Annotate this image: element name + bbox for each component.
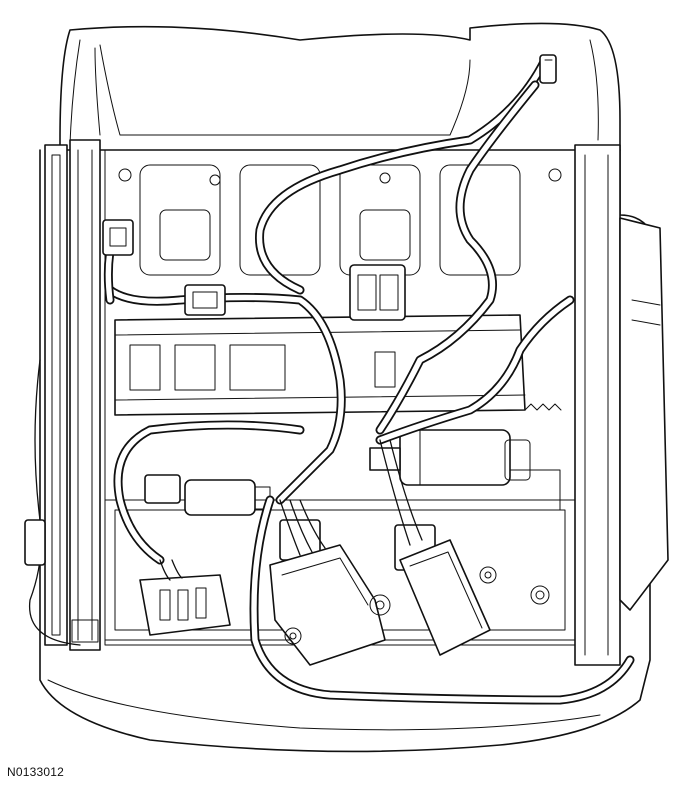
seat-back-outline: [59, 22, 621, 151]
right-seat-rail: [574, 144, 669, 666]
seat-control-module-right: [399, 539, 497, 656]
figure-id-label: N0133012: [7, 765, 64, 779]
spring: [524, 403, 562, 411]
seat-wiring-illustration: [24, 22, 669, 753]
left-seat-rail: [44, 139, 101, 651]
seat-motor: [369, 429, 531, 486]
seat-control-module-left: [269, 544, 391, 666]
connectors: [24, 219, 436, 636]
module-wire-bundles: [159, 439, 423, 581]
wire-harness: [103, 55, 635, 705]
seat-motor-left: [184, 479, 271, 516]
upper-latch: [539, 54, 557, 84]
